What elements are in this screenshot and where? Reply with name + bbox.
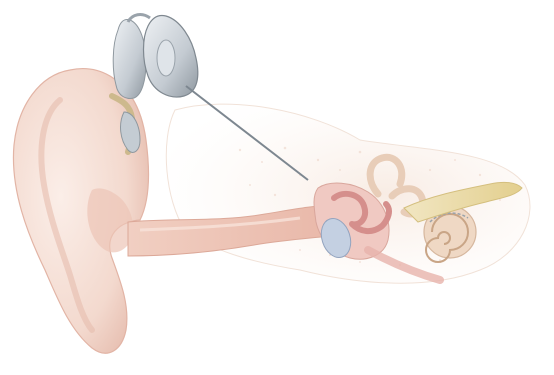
transmitter-magnet <box>157 40 175 76</box>
processor-body <box>113 19 146 98</box>
